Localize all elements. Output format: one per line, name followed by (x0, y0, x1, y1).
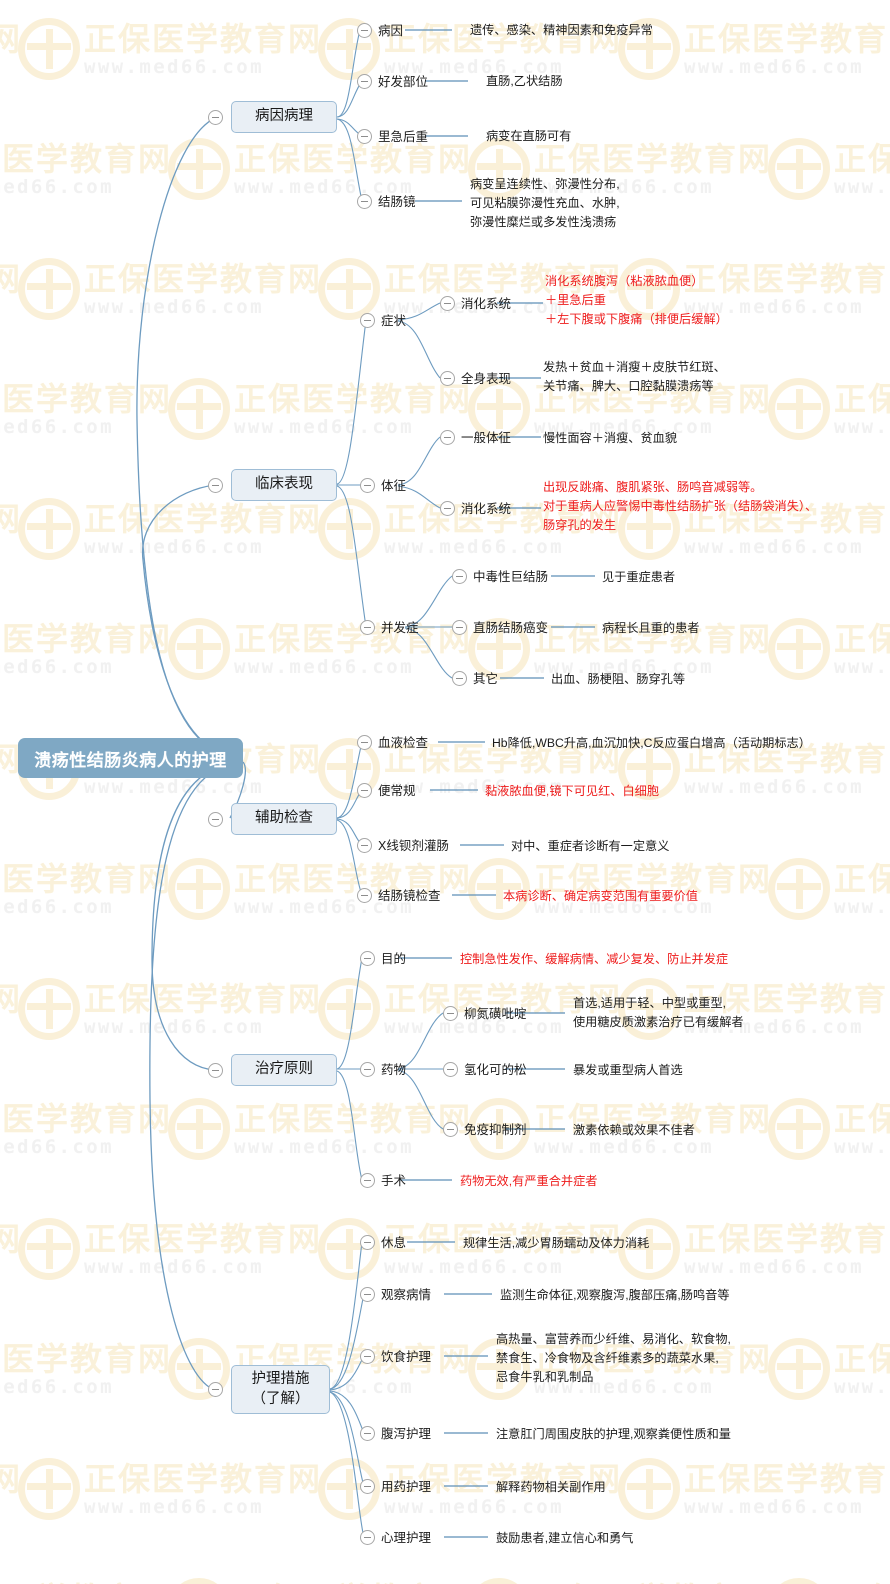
branch-nursing[interactable]: 护理措施（了解） (231, 1365, 330, 1414)
toggle-colonoscopy-exam[interactable] (357, 888, 372, 903)
node-sulfasalazine[interactable]: 柳氮磺吡啶 (464, 1007, 527, 1021)
node-stool-test[interactable]: 便常规 (378, 784, 416, 798)
node-psychological-care[interactable]: 心理护理 (381, 1531, 432, 1545)
toggle-symptom-systemic[interactable] (440, 371, 455, 386)
detail-tenesmus: 病变在直肠可有 (486, 129, 572, 143)
detail-stool-test: 黏液脓血便,镜下可见红、白细胞 (485, 784, 660, 798)
toggle-stool-test[interactable] (357, 783, 372, 798)
detail-cause: 遗传、感染、精神因素和免疫异常 (470, 23, 653, 37)
detail-colonoscopy-path: 病变呈连续性、弥漫性分布, 可见粘膜弥漫性充血、水肿, 弥漫性糜烂或多发性浅溃疡 (470, 177, 620, 229)
toggle-site[interactable] (357, 74, 372, 89)
toggle-clinical[interactable] (208, 478, 223, 493)
toggle-blood-test[interactable] (357, 735, 372, 750)
toggle-complications[interactable] (360, 620, 375, 635)
toggle-signs[interactable] (360, 478, 375, 493)
node-diarrhea-care[interactable]: 腹泻护理 (381, 1427, 432, 1441)
toggle-sulfasalazine[interactable] (443, 1006, 458, 1021)
node-sign-gi[interactable]: 消化系统 (461, 502, 512, 516)
node-colonoscopy-exam[interactable]: 结肠镜检查 (378, 889, 441, 903)
toggle-rest[interactable] (360, 1235, 375, 1250)
toggle-symptoms[interactable] (360, 313, 375, 328)
toggle-colonoscopy-path[interactable] (357, 194, 372, 209)
root-node[interactable]: 溃疡性结肠炎病人的护理 (18, 738, 243, 778)
toggle-carcinoma[interactable] (452, 620, 467, 635)
detail-immunosuppressant: 激素依赖或效果不佳者 (573, 1123, 695, 1137)
toggle-hydrocortisone[interactable] (443, 1062, 458, 1077)
node-sign-general[interactable]: 一般体征 (461, 431, 512, 445)
branch-auxiliary[interactable]: 辅助检查 (231, 803, 337, 835)
branch-treatment[interactable]: 治疗原则 (231, 1054, 337, 1086)
detail-sign-general: 慢性面容＋消瘦、贫血貌 (543, 431, 678, 445)
detail-diarrhea-care: 注意肛门周围皮肤的护理,观察粪便性质和量 (496, 1427, 731, 1441)
toggle-barium-enema[interactable] (357, 838, 372, 853)
toggle-purpose[interactable] (360, 951, 375, 966)
detail-observe-condition: 监测生命体征,观察腹泻,腹部压痛,肠鸣音等 (500, 1288, 730, 1302)
toggle-diarrhea-care[interactable] (360, 1426, 375, 1441)
detail-diet-care: 高热量、富营养而少纤维、易消化、软食物, 禁食生、冷食物及含纤维素多的蔬菜水果,… (496, 1332, 731, 1384)
detail-toxic-megacolon: 见于重症患者 (602, 570, 676, 584)
node-symptom-gi[interactable]: 消化系统 (461, 297, 512, 311)
node-blood-test[interactable]: 血液检查 (378, 736, 429, 750)
toggle-sign-gi[interactable] (440, 501, 455, 516)
toggle-cause[interactable] (357, 23, 372, 38)
node-signs[interactable]: 体征 (381, 479, 407, 493)
toggle-drugs[interactable] (360, 1062, 375, 1077)
node-colonoscopy-path[interactable]: 结肠镜 (378, 195, 416, 209)
node-surgery[interactable]: 手术 (381, 1174, 407, 1188)
node-immunosuppressant[interactable]: 免疫抑制剂 (464, 1123, 527, 1137)
node-complications[interactable]: 并发症 (381, 621, 419, 635)
detail-barium-enema: 对中、重症者诊断有一定意义 (511, 839, 670, 853)
toggle-other-complications[interactable] (452, 671, 467, 686)
toggle-treatment[interactable] (208, 1063, 223, 1078)
branch-clinical[interactable]: 临床表现 (231, 469, 337, 501)
node-other-complications[interactable]: 其它 (473, 672, 499, 686)
node-barium-enema[interactable]: X线钡剂灌肠 (378, 839, 449, 853)
detail-sign-gi: 出现反跳痛、腹肌紧张、肠鸣音减弱等。 对于重病人应警惕中毒性结肠扩张（结肠袋消失… (543, 480, 818, 532)
toggle-observe-condition[interactable] (360, 1287, 375, 1302)
detail-surgery: 药物无效,有严重合并症者 (460, 1174, 598, 1188)
detail-psychological-care: 鼓励患者,建立信心和勇气 (496, 1531, 634, 1545)
toggle-auxiliary[interactable] (208, 812, 223, 827)
node-drugs[interactable]: 药物 (381, 1063, 407, 1077)
node-site[interactable]: 好发部位 (378, 75, 429, 89)
toggle-etiology[interactable] (208, 110, 223, 125)
detail-colonoscopy-exam: 本病诊断、确定病变范围有重要价值 (503, 889, 698, 903)
detail-site: 直肠,乙状结肠 (486, 74, 563, 88)
toggle-symptom-gi[interactable] (440, 296, 455, 311)
node-rest[interactable]: 休息 (381, 1236, 407, 1250)
toggle-surgery[interactable] (360, 1173, 375, 1188)
detail-medication-care: 解释药物相关副作用 (496, 1480, 606, 1494)
toggle-sign-general[interactable] (440, 430, 455, 445)
node-carcinoma[interactable]: 直肠结肠癌变 (473, 621, 549, 635)
detail-carcinoma: 病程长且重的患者 (602, 621, 700, 635)
node-cause[interactable]: 病因 (378, 24, 404, 38)
node-diet-care[interactable]: 饮食护理 (381, 1350, 432, 1364)
toggle-immunosuppressant[interactable] (443, 1122, 458, 1137)
node-medication-care[interactable]: 用药护理 (381, 1480, 432, 1494)
detail-other-complications: 出血、肠梗阻、肠穿孔等 (551, 672, 686, 686)
detail-blood-test: Hb降低,WBC升高,血沉加快,C反应蛋白增高（活动期标志） (492, 736, 811, 750)
node-toxic-megacolon[interactable]: 中毒性巨结肠 (473, 570, 549, 584)
node-tenesmus[interactable]: 里急后重 (378, 130, 429, 144)
toggle-tenesmus[interactable] (357, 129, 372, 144)
detail-purpose: 控制急性发作、缓解病情、减少复发、防止并发症 (460, 952, 729, 966)
detail-rest: 规律生活,减少胃肠蠕动及体力消耗 (463, 1236, 650, 1250)
detail-symptom-systemic: 发热＋贫血＋消瘦＋皮肤节红斑、 关节痛、脾大、口腔黏膜溃疡等 (543, 360, 726, 393)
toggle-psychological-care[interactable] (360, 1530, 375, 1545)
node-symptoms[interactable]: 症状 (381, 314, 407, 328)
detail-sulfasalazine: 首选,适用于轻、中型或重型, 使用糖皮质激素治疗已有缓解者 (573, 996, 744, 1029)
node-hydrocortisone[interactable]: 氢化可的松 (464, 1063, 527, 1077)
detail-symptom-gi: 消化系统腹泻（粘液脓血便） ＋里急后重 ＋左下腹或下腹痛（排便后缓解） (545, 274, 728, 326)
branch-etiology[interactable]: 病因病理 (231, 101, 337, 133)
toggle-medication-care[interactable] (360, 1479, 375, 1494)
toggle-nursing[interactable] (208, 1382, 223, 1397)
toggle-diet-care[interactable] (360, 1349, 375, 1364)
node-purpose[interactable]: 目的 (381, 952, 407, 966)
toggle-toxic-megacolon[interactable] (452, 569, 467, 584)
node-observe-condition[interactable]: 观察病情 (381, 1288, 432, 1302)
node-symptom-systemic[interactable]: 全身表现 (461, 372, 512, 386)
detail-hydrocortisone: 暴发或重型病人首选 (573, 1063, 683, 1077)
